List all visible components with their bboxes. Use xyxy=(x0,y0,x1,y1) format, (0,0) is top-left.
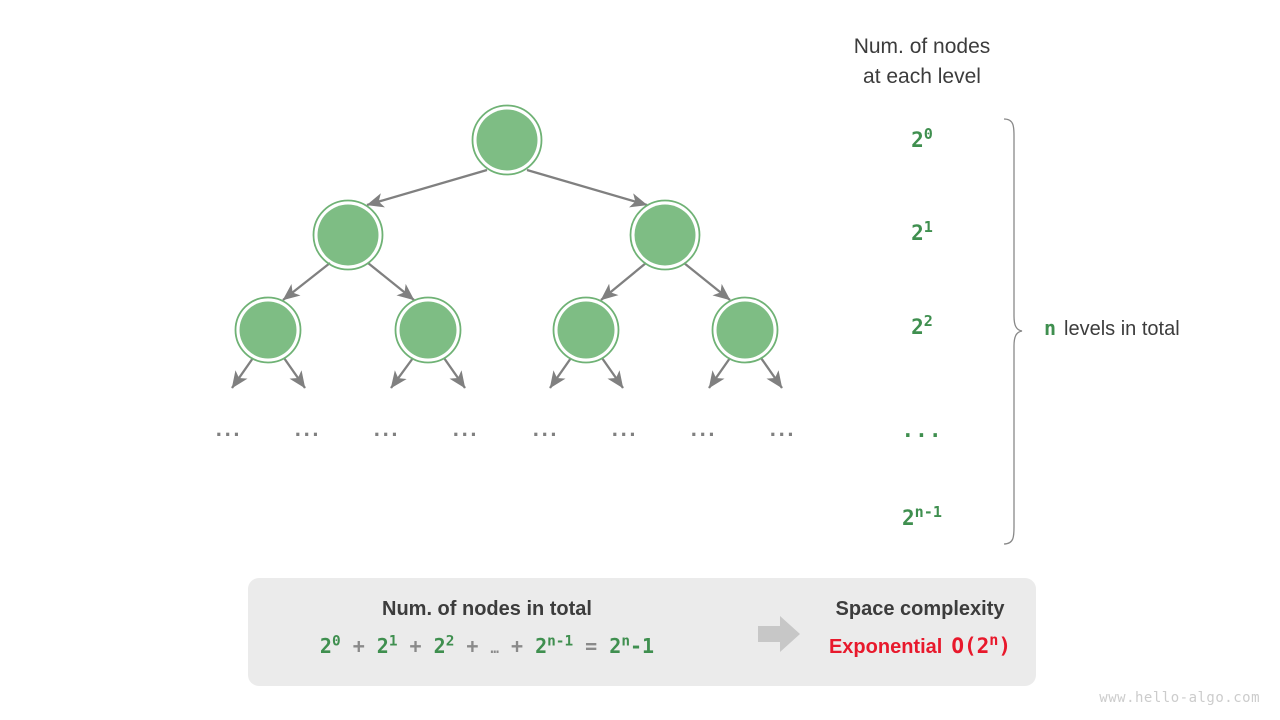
total-levels-variable: n xyxy=(1044,316,1057,340)
summary-right-column: Space complexity Exponential O(2n) xyxy=(804,598,1036,659)
formula-term-4: 2n-1 xyxy=(609,633,655,658)
tree-node-l2-3 xyxy=(711,296,779,364)
total-levels-text: levels in total xyxy=(1064,318,1180,340)
column-header-line2: at each level xyxy=(863,65,981,88)
complexity-word: Exponential xyxy=(828,636,943,658)
tree-ellipsis-4: ··· xyxy=(532,422,560,447)
formula-term-3: 2n-1 xyxy=(535,633,574,658)
edge-l2d-right xyxy=(760,357,783,389)
level-count-base-3: ... xyxy=(901,418,943,442)
tree-ellipsis-3: ··· xyxy=(452,422,480,447)
summary-left-title: Num. of nodes in total xyxy=(382,598,592,620)
level-count-base-2: 2 xyxy=(911,315,924,339)
tree-node-l1-0 xyxy=(312,199,384,271)
complexity-bigo: O(2n) xyxy=(951,631,1012,658)
formula-ellipsis: … xyxy=(490,641,499,657)
watermark: www.hello-algo.com xyxy=(1099,690,1260,706)
level-count-exp-1: 1 xyxy=(923,218,933,236)
edge-l2b-left xyxy=(390,357,414,389)
column-header-line1: Num. of nodes xyxy=(853,35,991,58)
level-count-base-0: 2 xyxy=(911,128,924,152)
summary-arrow-graphic xyxy=(758,616,800,652)
tree-node-l1-1 xyxy=(629,199,701,271)
tree-ellipsis-5: ··· xyxy=(611,422,639,447)
formula-equals: = xyxy=(585,634,598,658)
tree-node-root xyxy=(471,104,543,176)
level-count-exp-2: 2 xyxy=(923,312,933,330)
right-arrow-icon xyxy=(758,616,800,652)
tree-ellipsis-7: ··· xyxy=(769,422,797,447)
tree-ellipsis-0: ··· xyxy=(215,422,243,447)
edge-l1b-left xyxy=(600,262,647,301)
tree-edges xyxy=(231,168,783,389)
formula-term-1: 21 xyxy=(376,633,398,658)
level-count-label-1: 21 xyxy=(852,218,992,245)
edge-l1a-right xyxy=(367,262,415,301)
tree-node-l2-1 xyxy=(394,296,462,364)
summary-result: Exponential O(2n) xyxy=(804,631,1036,659)
tree-nodes xyxy=(234,104,779,364)
summary-box: Num. of nodes in total 20 + 21 + 22 + … … xyxy=(248,578,1036,686)
tree-node-l2-2 xyxy=(552,296,620,364)
level-brace xyxy=(1003,118,1023,545)
edge-l2a-right xyxy=(283,357,306,389)
formula-op-1: + xyxy=(409,634,422,658)
edge-l1a-left xyxy=(282,262,331,301)
formula-op-2: + xyxy=(466,634,479,658)
tree-ellipsis-2: ··· xyxy=(373,422,401,447)
edge-l1b-right xyxy=(683,262,731,301)
column-header: Num. of nodes at each level xyxy=(812,32,1032,92)
level-count-label-2: 22 xyxy=(852,312,992,339)
formula-term-0: 20 xyxy=(319,633,341,658)
level-count-base-1: 2 xyxy=(911,221,924,245)
edge-l2c-right xyxy=(601,357,624,389)
edge-root-left xyxy=(366,168,488,208)
edge-l2a-left xyxy=(231,357,254,389)
summary-right-title: Space complexity xyxy=(835,598,1005,620)
edge-l2b-right xyxy=(443,357,466,389)
tree-ellipsis-1: ··· xyxy=(294,422,322,447)
summary-left-column: Num. of nodes in total 20 + 21 + 22 + … … xyxy=(248,598,726,658)
level-count-label-last: 2n-1 xyxy=(852,503,992,530)
level-count-exp-0: 0 xyxy=(923,125,933,143)
level-count-label-ellipsis: ... xyxy=(852,418,992,442)
total-levels-label: n levels in total xyxy=(1044,316,1180,341)
level-count-exp-4: n-1 xyxy=(914,503,942,521)
edge-root-right xyxy=(526,168,648,208)
summary-formula: 20 + 21 + 22 + … + 2n-1 = 2n-1 xyxy=(248,634,726,658)
level-count-label-0: 20 xyxy=(852,125,992,152)
tree-ellipsis-6: ··· xyxy=(690,422,718,447)
edge-l2c-left xyxy=(549,357,572,389)
formula-term-2: 22 xyxy=(433,633,455,658)
formula-op-0: + xyxy=(352,634,365,658)
edge-l2d-left xyxy=(708,357,731,389)
level-count-base-4: 2 xyxy=(902,506,915,530)
formula-op-3: + xyxy=(510,634,524,658)
tree-node-l2-0 xyxy=(234,296,302,364)
